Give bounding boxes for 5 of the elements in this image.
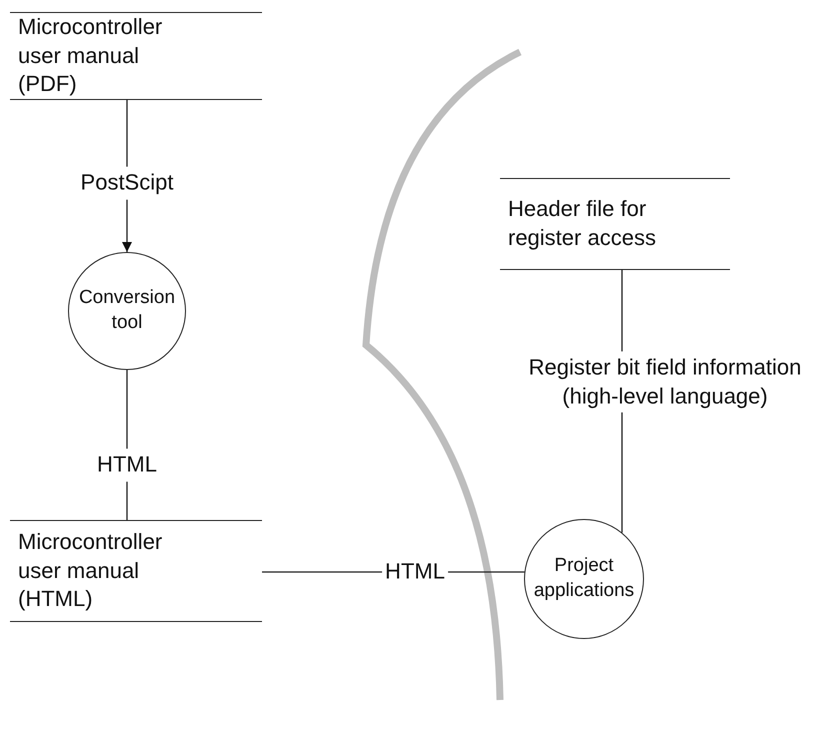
node-text: Microcontroller user manual (PDF) [18,13,164,98]
node-text: Header file for register access [508,195,657,252]
node-text: Microcontroller user manual (HTML) [18,528,164,614]
node-text: Project applications [532,554,636,603]
node-text: Conversion tool [78,286,176,335]
